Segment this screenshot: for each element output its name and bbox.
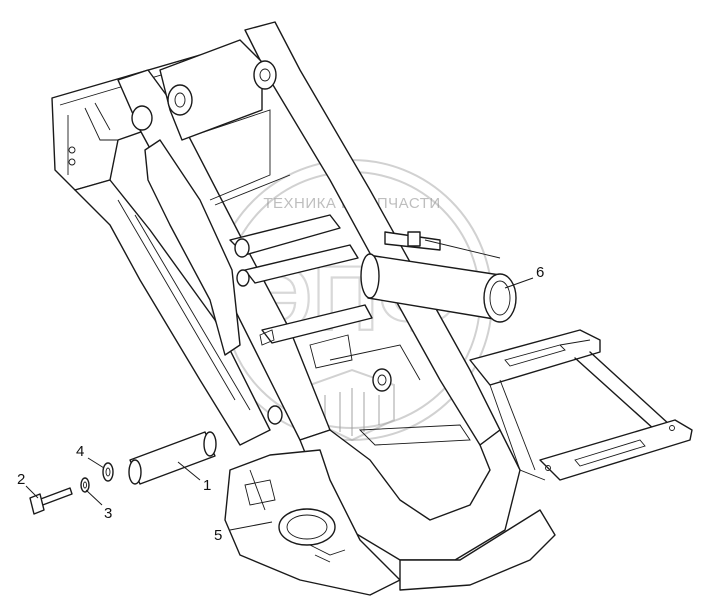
callout-6: 6 [504, 264, 544, 289]
callout-1: 1 [177, 461, 211, 494]
callout-5-label: 5 [214, 527, 222, 544]
main-boom [117, 21, 521, 561]
callout-1-label: 1 [203, 477, 211, 494]
spring-washer-part-3 [80, 477, 90, 493]
hydraulic-cylinder [360, 231, 517, 323]
callout-4-label: 4 [76, 443, 84, 460]
right-arm-assembly [469, 329, 693, 481]
callout-4: 4 [76, 443, 105, 469]
callout-5: 5 [214, 521, 273, 544]
callout-6-label: 6 [536, 264, 544, 281]
callout-2: 2 [17, 471, 39, 499]
washer-part-4 [102, 462, 114, 482]
callout-3: 3 [85, 489, 112, 522]
callout-3-label: 3 [104, 505, 112, 522]
bolt-part-2 [29, 487, 73, 515]
front-frame-plate [224, 449, 556, 596]
callout-2-label: 2 [17, 471, 25, 488]
pin-part-1 [128, 431, 217, 485]
